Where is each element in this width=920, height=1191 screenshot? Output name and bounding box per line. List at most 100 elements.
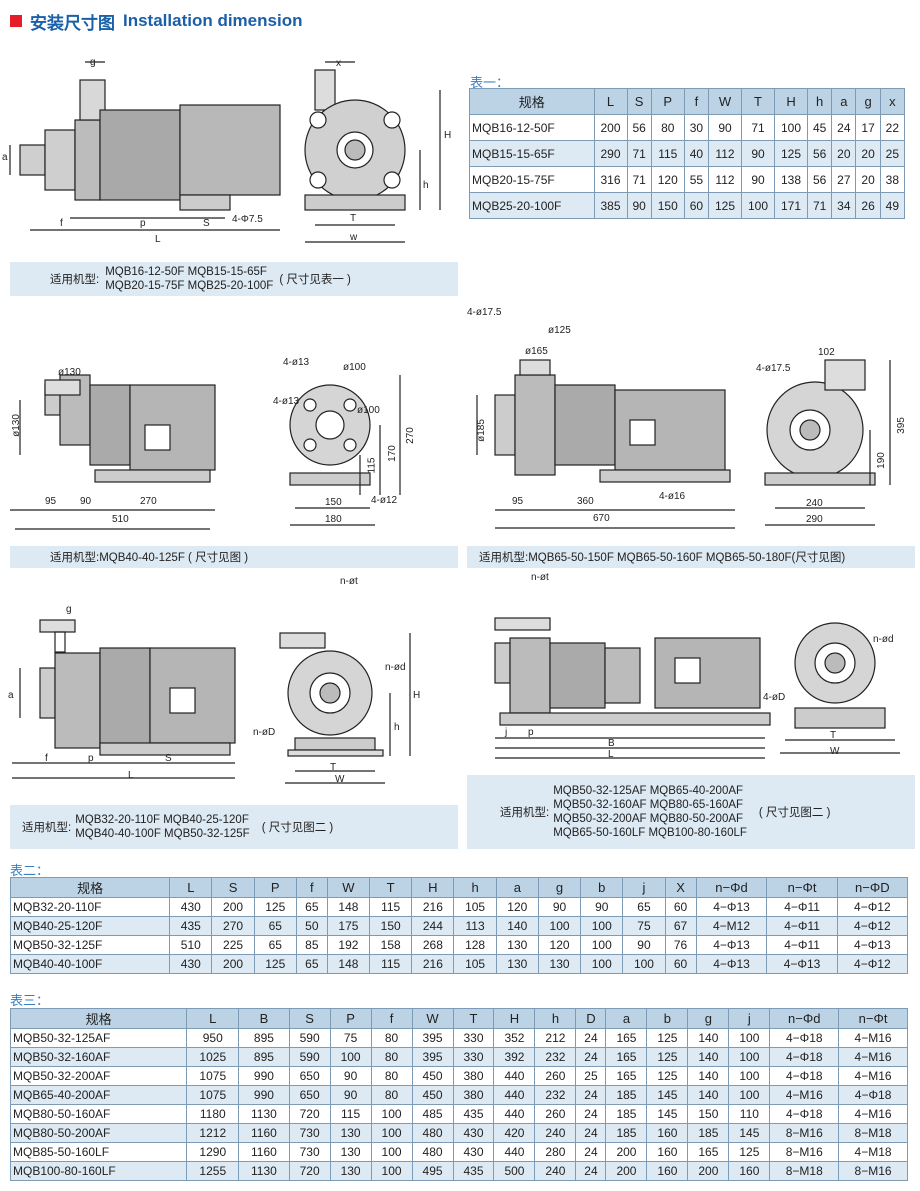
table-cell: 120	[650, 166, 685, 193]
model-cell: MQB40-40-100F	[9, 954, 171, 974]
model-cell: MQB20-15-75F	[469, 166, 595, 193]
fig2-label-d130a: ø130	[58, 367, 81, 378]
fig4-label-nt: n-øt	[340, 576, 358, 587]
column-header: f	[683, 88, 709, 115]
table-cell: 990	[238, 1066, 290, 1086]
fig1-label-l: L	[155, 234, 161, 245]
fig1-drawing	[9, 61, 441, 243]
fig4-label-H: H	[413, 690, 421, 701]
fig2-label-h180: 180	[325, 514, 342, 525]
fig2-label-d13b: 4-ø13	[273, 396, 300, 407]
table-cell: 1180	[186, 1104, 240, 1124]
table-cell: 100	[728, 1085, 771, 1105]
column-header: H	[493, 1008, 536, 1029]
table-cell: 4−Φ18	[769, 1066, 840, 1086]
table-cell: 160	[728, 1161, 771, 1181]
fig3-label-h102: 102	[818, 347, 835, 358]
model-cell: MQB50-32-125F	[9, 935, 171, 955]
table-cell: 113	[453, 916, 497, 936]
table-cell: 100	[370, 1142, 413, 1162]
table-cell: 4−Φ13	[695, 935, 768, 955]
table-cell: 171	[774, 192, 809, 219]
fig4-label-p: p	[88, 753, 94, 764]
table-cell: 1290	[186, 1142, 240, 1162]
column-header: 规格	[9, 877, 171, 898]
fig5-front-view	[780, 622, 900, 754]
fig2-label-h150: 150	[325, 497, 342, 508]
table-cell: 90	[740, 166, 776, 193]
table-cell: 24	[575, 1104, 607, 1124]
fig2-label-h95: 95	[45, 496, 57, 507]
table-cell: 510	[169, 935, 213, 955]
table-cell: 244	[411, 916, 455, 936]
column-header: L	[169, 877, 213, 898]
column-header: j	[728, 1008, 771, 1029]
column-header: W	[411, 1008, 454, 1029]
table-cell: 105	[453, 954, 497, 974]
table-cell: 4−Φ12	[836, 897, 909, 917]
table-cell: 130	[495, 935, 539, 955]
table-cell: 450	[411, 1066, 454, 1086]
table-cell: 105	[453, 897, 497, 917]
fig4-label-a: a	[8, 690, 14, 701]
table-cell: 200	[211, 897, 255, 917]
table-cell: 120	[537, 935, 582, 955]
table-cell: 85	[295, 935, 328, 955]
column-header: H	[774, 88, 809, 115]
fig4-label-T: T	[330, 762, 337, 773]
column-header: 规格	[9, 1008, 188, 1029]
table-cell: 138	[774, 166, 809, 193]
fig5-caption-model-line: MQB50-32-125AF MQB65-40-200AF	[553, 785, 744, 797]
table-cell: 115	[650, 140, 685, 167]
fig2-side-view	[10, 374, 216, 530]
table-cell: 4−Φ11	[766, 916, 838, 936]
table-cell: 140	[687, 1047, 730, 1067]
table-cell: 22	[879, 114, 906, 141]
fig3-caption: 适用机型:MQB65-50-150F MQB65-50-160F MQB65-5…	[467, 546, 915, 568]
table-cell: 20	[855, 140, 881, 167]
model-cell: MQB85-50-160LF	[9, 1142, 188, 1162]
table-cell: 24	[575, 1142, 607, 1162]
table-cell: 450	[411, 1085, 454, 1105]
fig3-label-d175b: 4-ø17.5	[756, 363, 791, 374]
table-cell: 225	[211, 935, 255, 955]
fig1-label-f: f	[60, 218, 63, 229]
table-cell: 76	[664, 935, 697, 955]
model-cell: MQB50-32-125AF	[9, 1028, 188, 1048]
table-cell: 495	[411, 1161, 454, 1181]
table-cell: 56	[807, 166, 833, 193]
table-cell: 148	[326, 954, 371, 974]
column-header: H	[411, 877, 455, 898]
column-header: W	[707, 88, 743, 115]
table-cell: 280	[534, 1142, 577, 1162]
fig3-side-view	[476, 359, 735, 529]
table-cell: 30	[683, 114, 709, 141]
fig5-label-L: L	[608, 749, 614, 760]
fig3-label-h290: 290	[806, 514, 823, 525]
table-cell: 125	[646, 1028, 689, 1048]
table-cell: 115	[329, 1104, 372, 1124]
column-header: T	[369, 877, 413, 898]
model-cell: MQB25-20-100F	[469, 192, 595, 219]
table-cell: 4−Φ18	[838, 1085, 908, 1105]
fig5-label-nd: n-ød	[873, 634, 894, 645]
table-cell: 650	[288, 1085, 331, 1105]
fig1-side-view	[9, 61, 281, 231]
fig5-drawing	[494, 617, 900, 759]
table-cell: 480	[411, 1123, 454, 1143]
table-cell: 90	[537, 897, 582, 917]
table-cell: 100	[370, 1104, 413, 1124]
table-cell: 435	[452, 1104, 495, 1124]
table-cell: 4−Φ13	[766, 954, 838, 974]
table-cell: 8−M18	[838, 1123, 908, 1143]
table-cell: 24	[575, 1161, 607, 1181]
fig1-label-x: x	[336, 58, 341, 69]
fig5-caption-note: ( 尺寸见图二 )	[758, 807, 831, 819]
table-cell: 8−M16	[769, 1142, 840, 1162]
column-header: g	[537, 877, 582, 898]
fig4-label-h: h	[394, 722, 400, 733]
